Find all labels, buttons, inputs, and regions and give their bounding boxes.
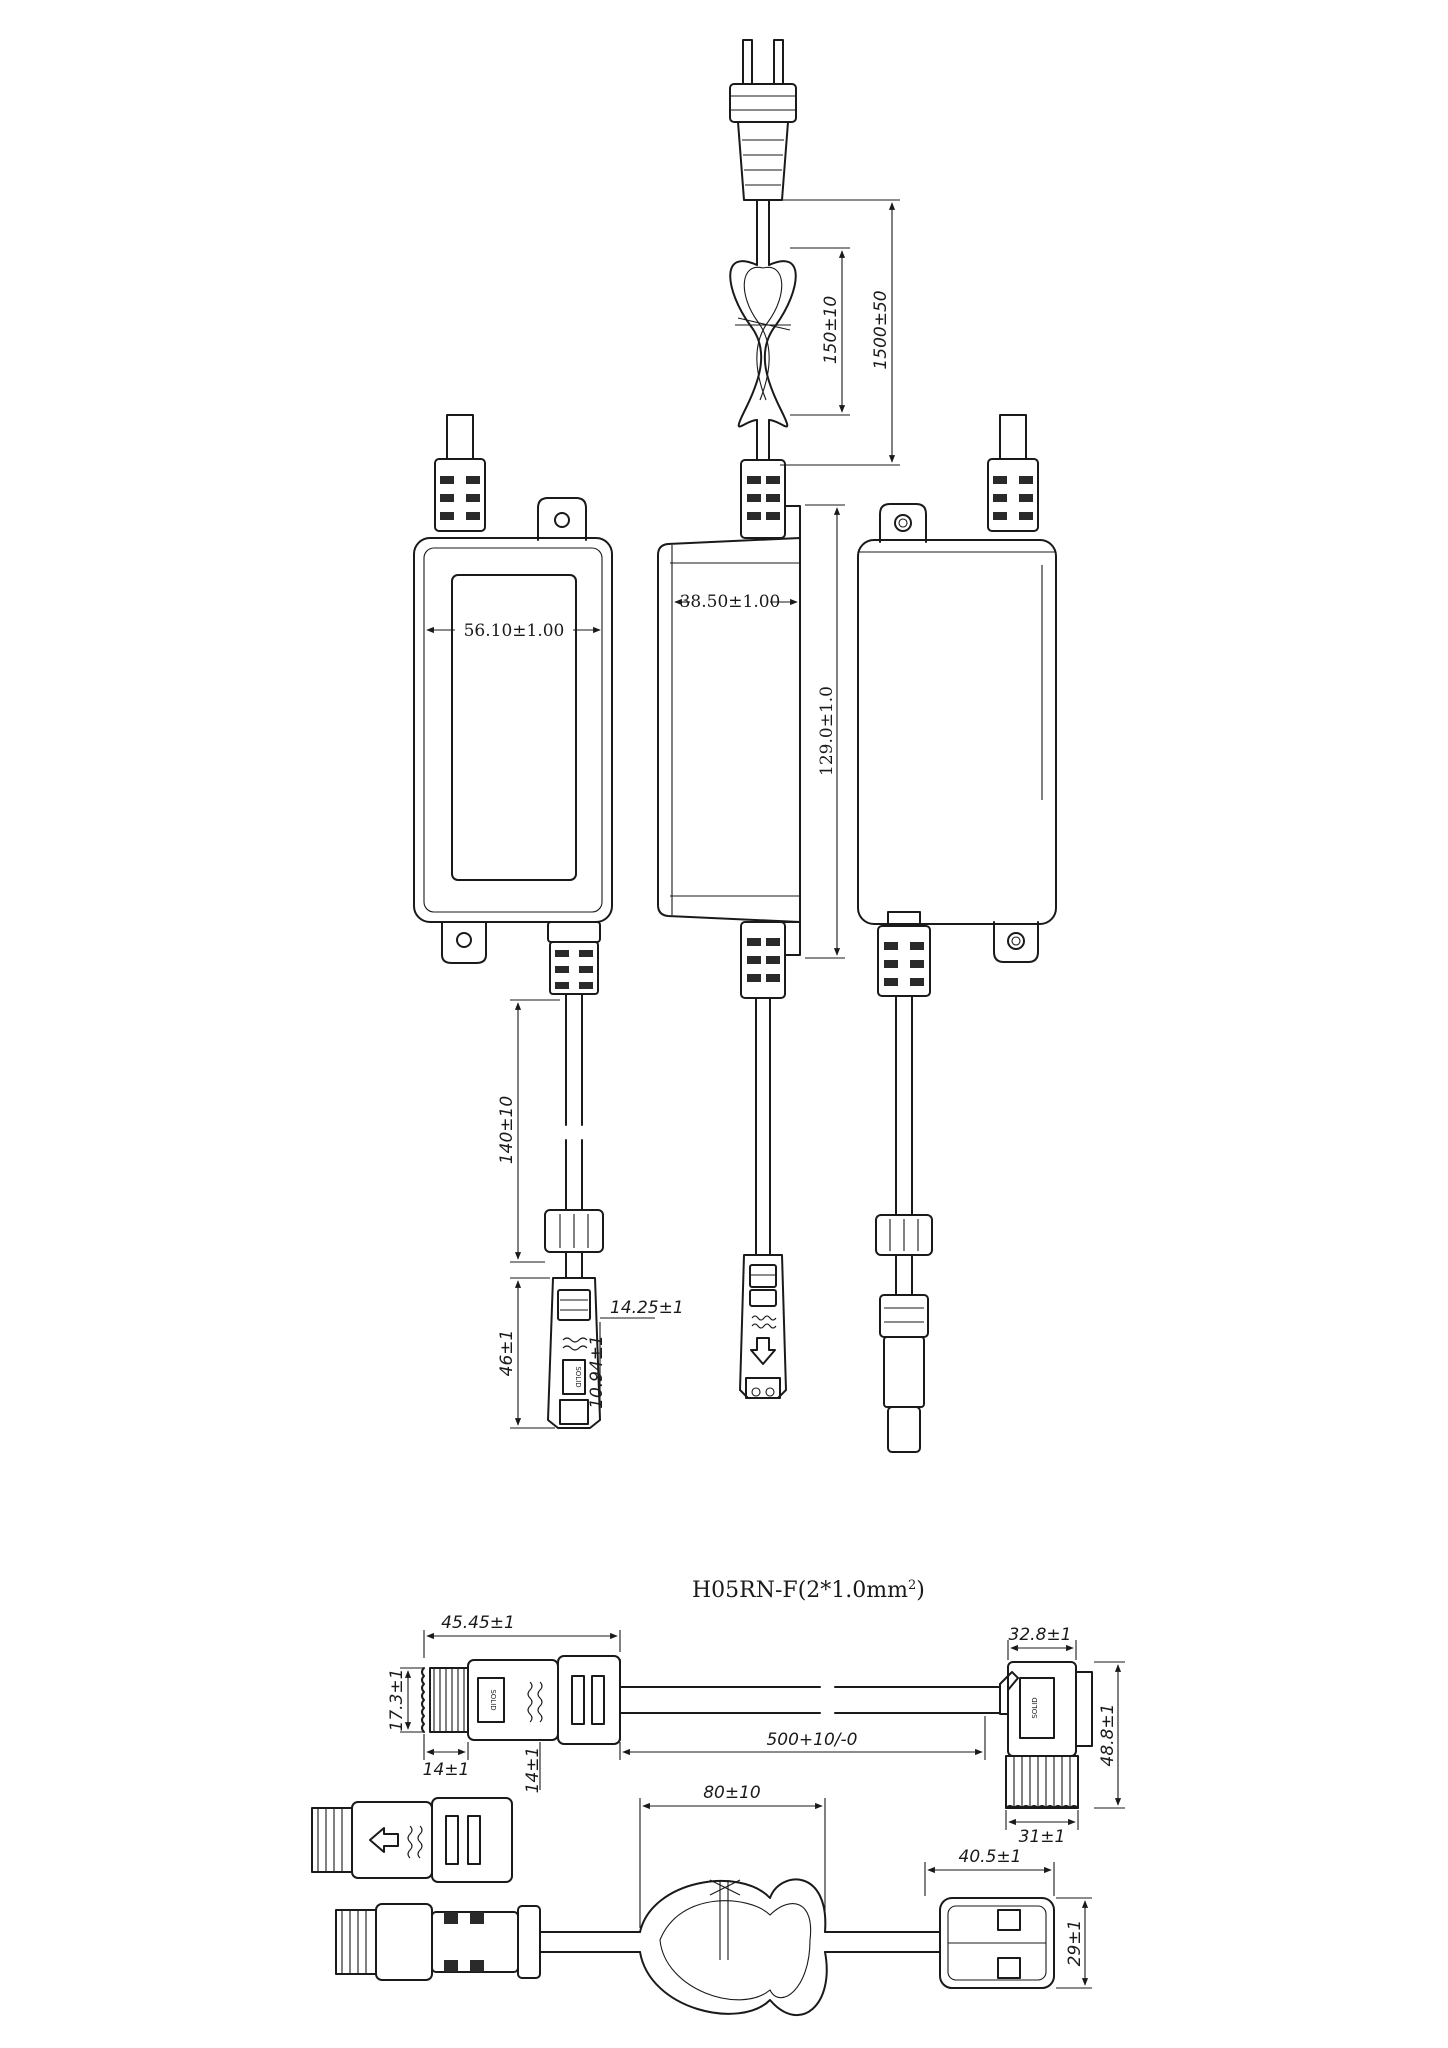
- dim-ext-thread-len: 14±1: [423, 1760, 470, 1780]
- cable-loop-and-end-cap: [639, 1878, 1055, 2017]
- small-connectors-lower: [311, 1797, 641, 1981]
- dim-ac-cord-length: 1500±50: [871, 290, 891, 369]
- dim-body-length: 129.0±1.0: [817, 686, 837, 776]
- right-connector-label-solid: SOLID: [1031, 1697, 1039, 1718]
- adapter-front-view: 56.10±1.00 SOLID: [413, 414, 684, 1429]
- cable-spec-title: H05RN-F(2*1.0mm2): [692, 1578, 925, 1603]
- adapter-back-view: [857, 414, 1057, 1453]
- dim-right-conn-height: 48.8±1: [1098, 1704, 1118, 1767]
- dim-end-cap-length: 40.5±1: [959, 1847, 1022, 1867]
- dim-ext-cable-length: 500+10/-0: [766, 1730, 857, 1750]
- dim-front-width: 56.10±1.00: [464, 621, 565, 641]
- extension-dimensions: 45.45±1 17.3±1 14±1 14±1 500+10/-0 32.8±…: [387, 1613, 1125, 1847]
- loop-cap-dimensions: 80±10 40.5±1 29±1: [639, 1783, 1092, 1989]
- dim-dc-conn-width: 14.25±1: [610, 1298, 684, 1318]
- dim-dc-conn-narrow: 10.94±1: [587, 1335, 607, 1409]
- extension-cable-assembly: SOLID SOLID: [421, 1655, 1093, 1809]
- dim-side-depth: 38.50±1.00: [680, 592, 781, 612]
- dim-ext-body-dia: 14±1: [523, 1747, 543, 1794]
- adapter-side-view: 38.50±1.00 129.0±1.0: [657, 459, 845, 1399]
- dc-connector-label-solid: SOLID: [574, 1366, 582, 1387]
- dim-right-conn-width: 32.8±1: [1009, 1625, 1072, 1645]
- ext-connector-label-solid: SOLID: [489, 1689, 497, 1710]
- dim-ext-thread-dia: 17.3±1: [387, 1669, 407, 1732]
- dim-ext-conn-length: 45.45±1: [441, 1613, 515, 1633]
- dim-end-cap-dia: 29±1: [1065, 1920, 1085, 1967]
- ac-cord-dimensions: 1500±50 150±10: [780, 199, 900, 466]
- dim-ac-loop: 150±10: [821, 296, 841, 364]
- dim-loop-width: 80±10: [703, 1783, 761, 1803]
- dim-dc-cable-length: 140±10: [497, 1096, 517, 1164]
- dim-dc-conn-length: 46±1: [497, 1330, 517, 1377]
- ac-cord: [729, 199, 797, 461]
- dim-right-conn-thread: 31±1: [1019, 1827, 1066, 1847]
- ac-plug: [729, 39, 797, 201]
